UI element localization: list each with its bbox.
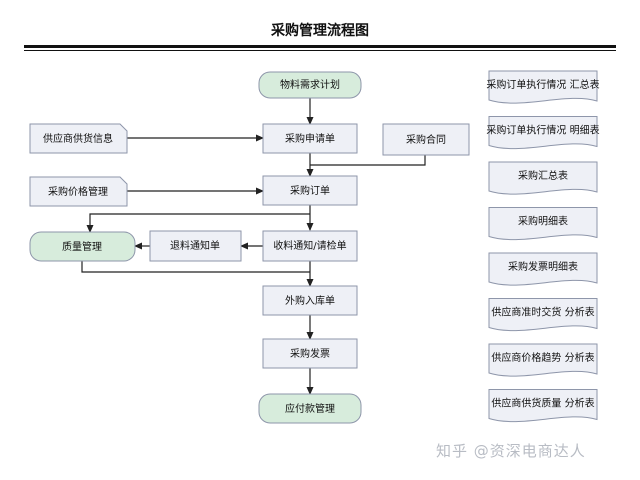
report-shape [488, 252, 598, 286]
node-labels: 物料需求计划 采购申请单 采购订单 收料通知/请检单 退料通知单 质量管理 外购… [43, 78, 446, 415]
report-shape [488, 389, 598, 423]
box-purchase-request [262, 123, 358, 154]
label-purchase-request: 采购申请单 [285, 132, 335, 145]
watermark: 知乎 @资深电商达人 [436, 442, 586, 460]
label-receiving-inspection: 收料通知/请检单 [273, 239, 346, 252]
label-quality-management: 质量管理 [62, 240, 102, 253]
report-label: 采购订单执行情况 明细表 [486, 124, 599, 137]
report-shape [488, 161, 598, 195]
report-list [488, 70, 598, 423]
box-outsourcing-receipt [262, 285, 358, 316]
edge-quality-to-receipt [81, 261, 310, 273]
label-purchase-order: 采购订单 [290, 184, 330, 197]
label-material-plan: 物料需求计划 [280, 78, 340, 91]
report-shape [488, 70, 598, 104]
report-shape [488, 298, 598, 332]
box-purchase-contract [382, 123, 470, 156]
label-outsourcing-receipt: 外购入库单 [285, 294, 335, 307]
process-boxes [29, 123, 470, 369]
label-purchase-contract: 采购合同 [406, 133, 446, 146]
report-label: 采购发票明细表 [508, 260, 578, 273]
report-label: 供应商价格趋势 分析表 [491, 351, 594, 364]
page-title: 采购管理流程图 [271, 23, 369, 39]
edge-order-to-quality [86, 213, 310, 233]
box-purchase-invoice [262, 338, 358, 369]
report-label: 供应商供货质量 分析表 [491, 397, 594, 410]
terminal-material-plan [258, 71, 362, 99]
report-shape [488, 116, 598, 150]
title-underline-thick [24, 45, 616, 48]
report-shape [488, 207, 598, 241]
title-underline-thin [24, 50, 616, 51]
box-return-notice [149, 230, 242, 262]
edge-contract-to-order [310, 155, 426, 166]
box-purchase-order [262, 175, 358, 206]
report-label: 采购订单执行情况 汇总表 [486, 78, 599, 91]
label-return-notice: 退料通知单 [170, 239, 220, 252]
terminal-boxes [29, 71, 362, 424]
box-supplier-info [29, 123, 128, 154]
report-label: 采购汇总表 [518, 169, 568, 182]
report-label: 采购明细表 [518, 215, 568, 228]
report-label: 供应商准时交货 分析表 [491, 306, 594, 319]
box-receiving-inspection [262, 230, 358, 262]
label-price-management: 采购价格管理 [48, 185, 108, 198]
connectors [81, 97, 426, 395]
label-accounts-payable: 应付款管理 [285, 402, 335, 415]
label-supplier-info: 供应商供货信息 [43, 132, 113, 145]
box-price-management [29, 176, 128, 207]
report-shape [488, 343, 598, 377]
label-purchase-invoice: 采购发票 [290, 347, 330, 360]
terminal-accounts-payable [258, 393, 362, 424]
terminal-quality-management [29, 231, 136, 262]
